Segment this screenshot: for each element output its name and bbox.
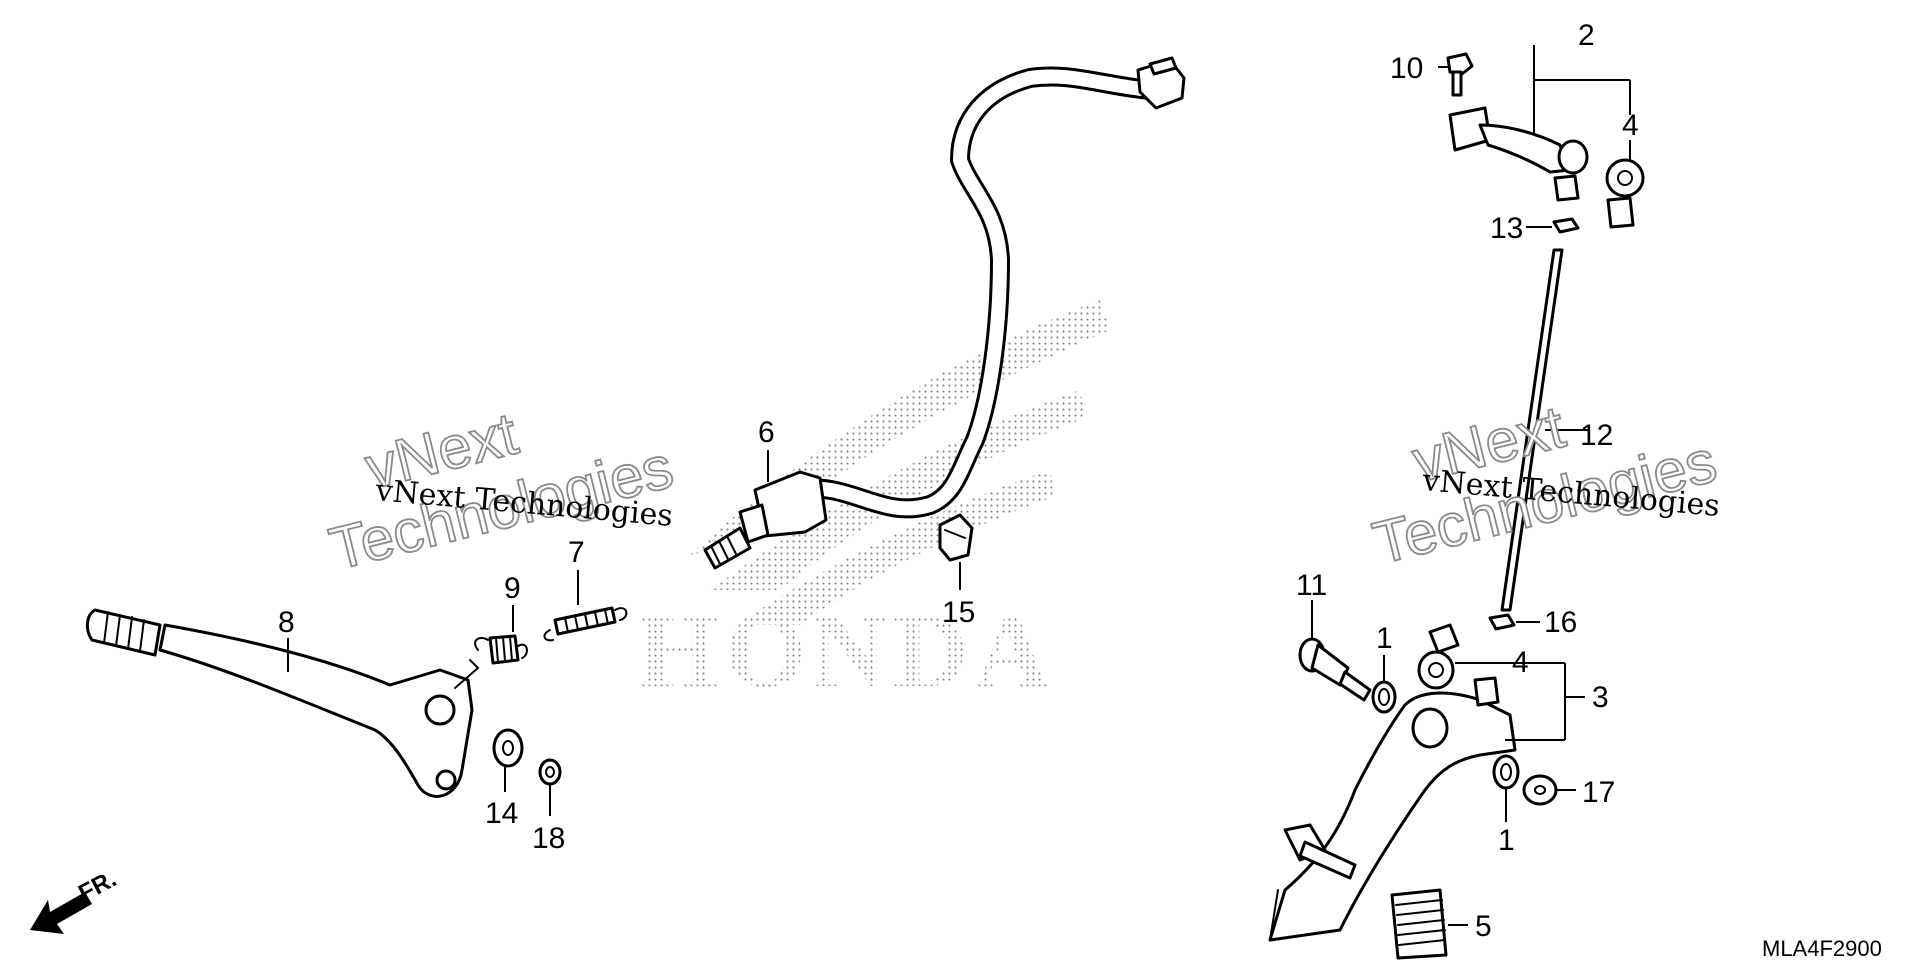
callout-7: 7 xyxy=(568,536,585,569)
callout-2: 2 xyxy=(1578,19,1595,52)
callout-1-lower: 1 xyxy=(1498,824,1515,857)
return-spring-part-9 xyxy=(474,634,528,665)
honda-brand-watermark: HONDA xyxy=(638,594,1055,709)
nut-part-13 xyxy=(1552,217,1580,234)
callout-16: 16 xyxy=(1544,606,1577,639)
pedal-rubber-part-5 xyxy=(1390,888,1448,960)
callout-1-upper: 1 xyxy=(1376,622,1393,655)
rod-part-12 xyxy=(1500,248,1564,612)
clamp-part-15 xyxy=(938,513,974,562)
callout-9: 9 xyxy=(504,572,521,605)
callout-4-top: 4 xyxy=(1622,109,1639,142)
callout-3: 3 xyxy=(1592,681,1609,714)
callout-5: 5 xyxy=(1475,910,1492,943)
pedal-arm-part-8 xyxy=(158,623,480,798)
bolt-part-10 xyxy=(1446,52,1474,97)
washer-part-1-upper xyxy=(1371,680,1397,714)
watermark-left: vNext Technologies xyxy=(322,399,680,584)
washer-part-17 xyxy=(1522,774,1558,806)
switch-harness-part-6 xyxy=(703,56,1186,570)
rubber-grip-part-8 xyxy=(86,608,162,657)
callout-8: 8 xyxy=(278,606,295,639)
rod-end-part-4-top xyxy=(1605,158,1645,229)
honda-wing-watermark xyxy=(690,300,1110,625)
callout-4-lower: 4 xyxy=(1512,646,1529,679)
rod-end-part-4-lower xyxy=(1417,623,1460,690)
front-direction-arrow: FR. xyxy=(30,865,121,934)
callout-17: 17 xyxy=(1582,776,1615,809)
spring-part-7 xyxy=(543,606,628,642)
diagram-code: MLA4F2900 xyxy=(1762,936,1882,960)
callout-13: 13 xyxy=(1490,212,1523,245)
callout-18: 18 xyxy=(532,822,565,855)
washer-part-1-lower xyxy=(1492,754,1520,790)
brake-pedal-part-3 xyxy=(1268,676,1517,942)
callout-10: 10 xyxy=(1390,52,1423,85)
clip-part-18 xyxy=(538,758,562,786)
pivot-bolt-part-11 xyxy=(1298,637,1372,702)
callout-11: 11 xyxy=(1296,569,1327,602)
upper-arm-part-2 xyxy=(1448,106,1589,202)
callout-12: 12 xyxy=(1580,419,1613,452)
callout-14: 14 xyxy=(485,797,518,830)
callout-15: 15 xyxy=(942,596,975,629)
callout-numbers: 2 10 4 13 12 16 11 1 4 3 17 1 5 6 15 7 9… xyxy=(278,19,1639,943)
leader-lines xyxy=(287,45,1631,926)
washer-part-14 xyxy=(492,728,524,768)
nut-part-16 xyxy=(1488,613,1516,631)
callout-6: 6 xyxy=(758,416,775,449)
